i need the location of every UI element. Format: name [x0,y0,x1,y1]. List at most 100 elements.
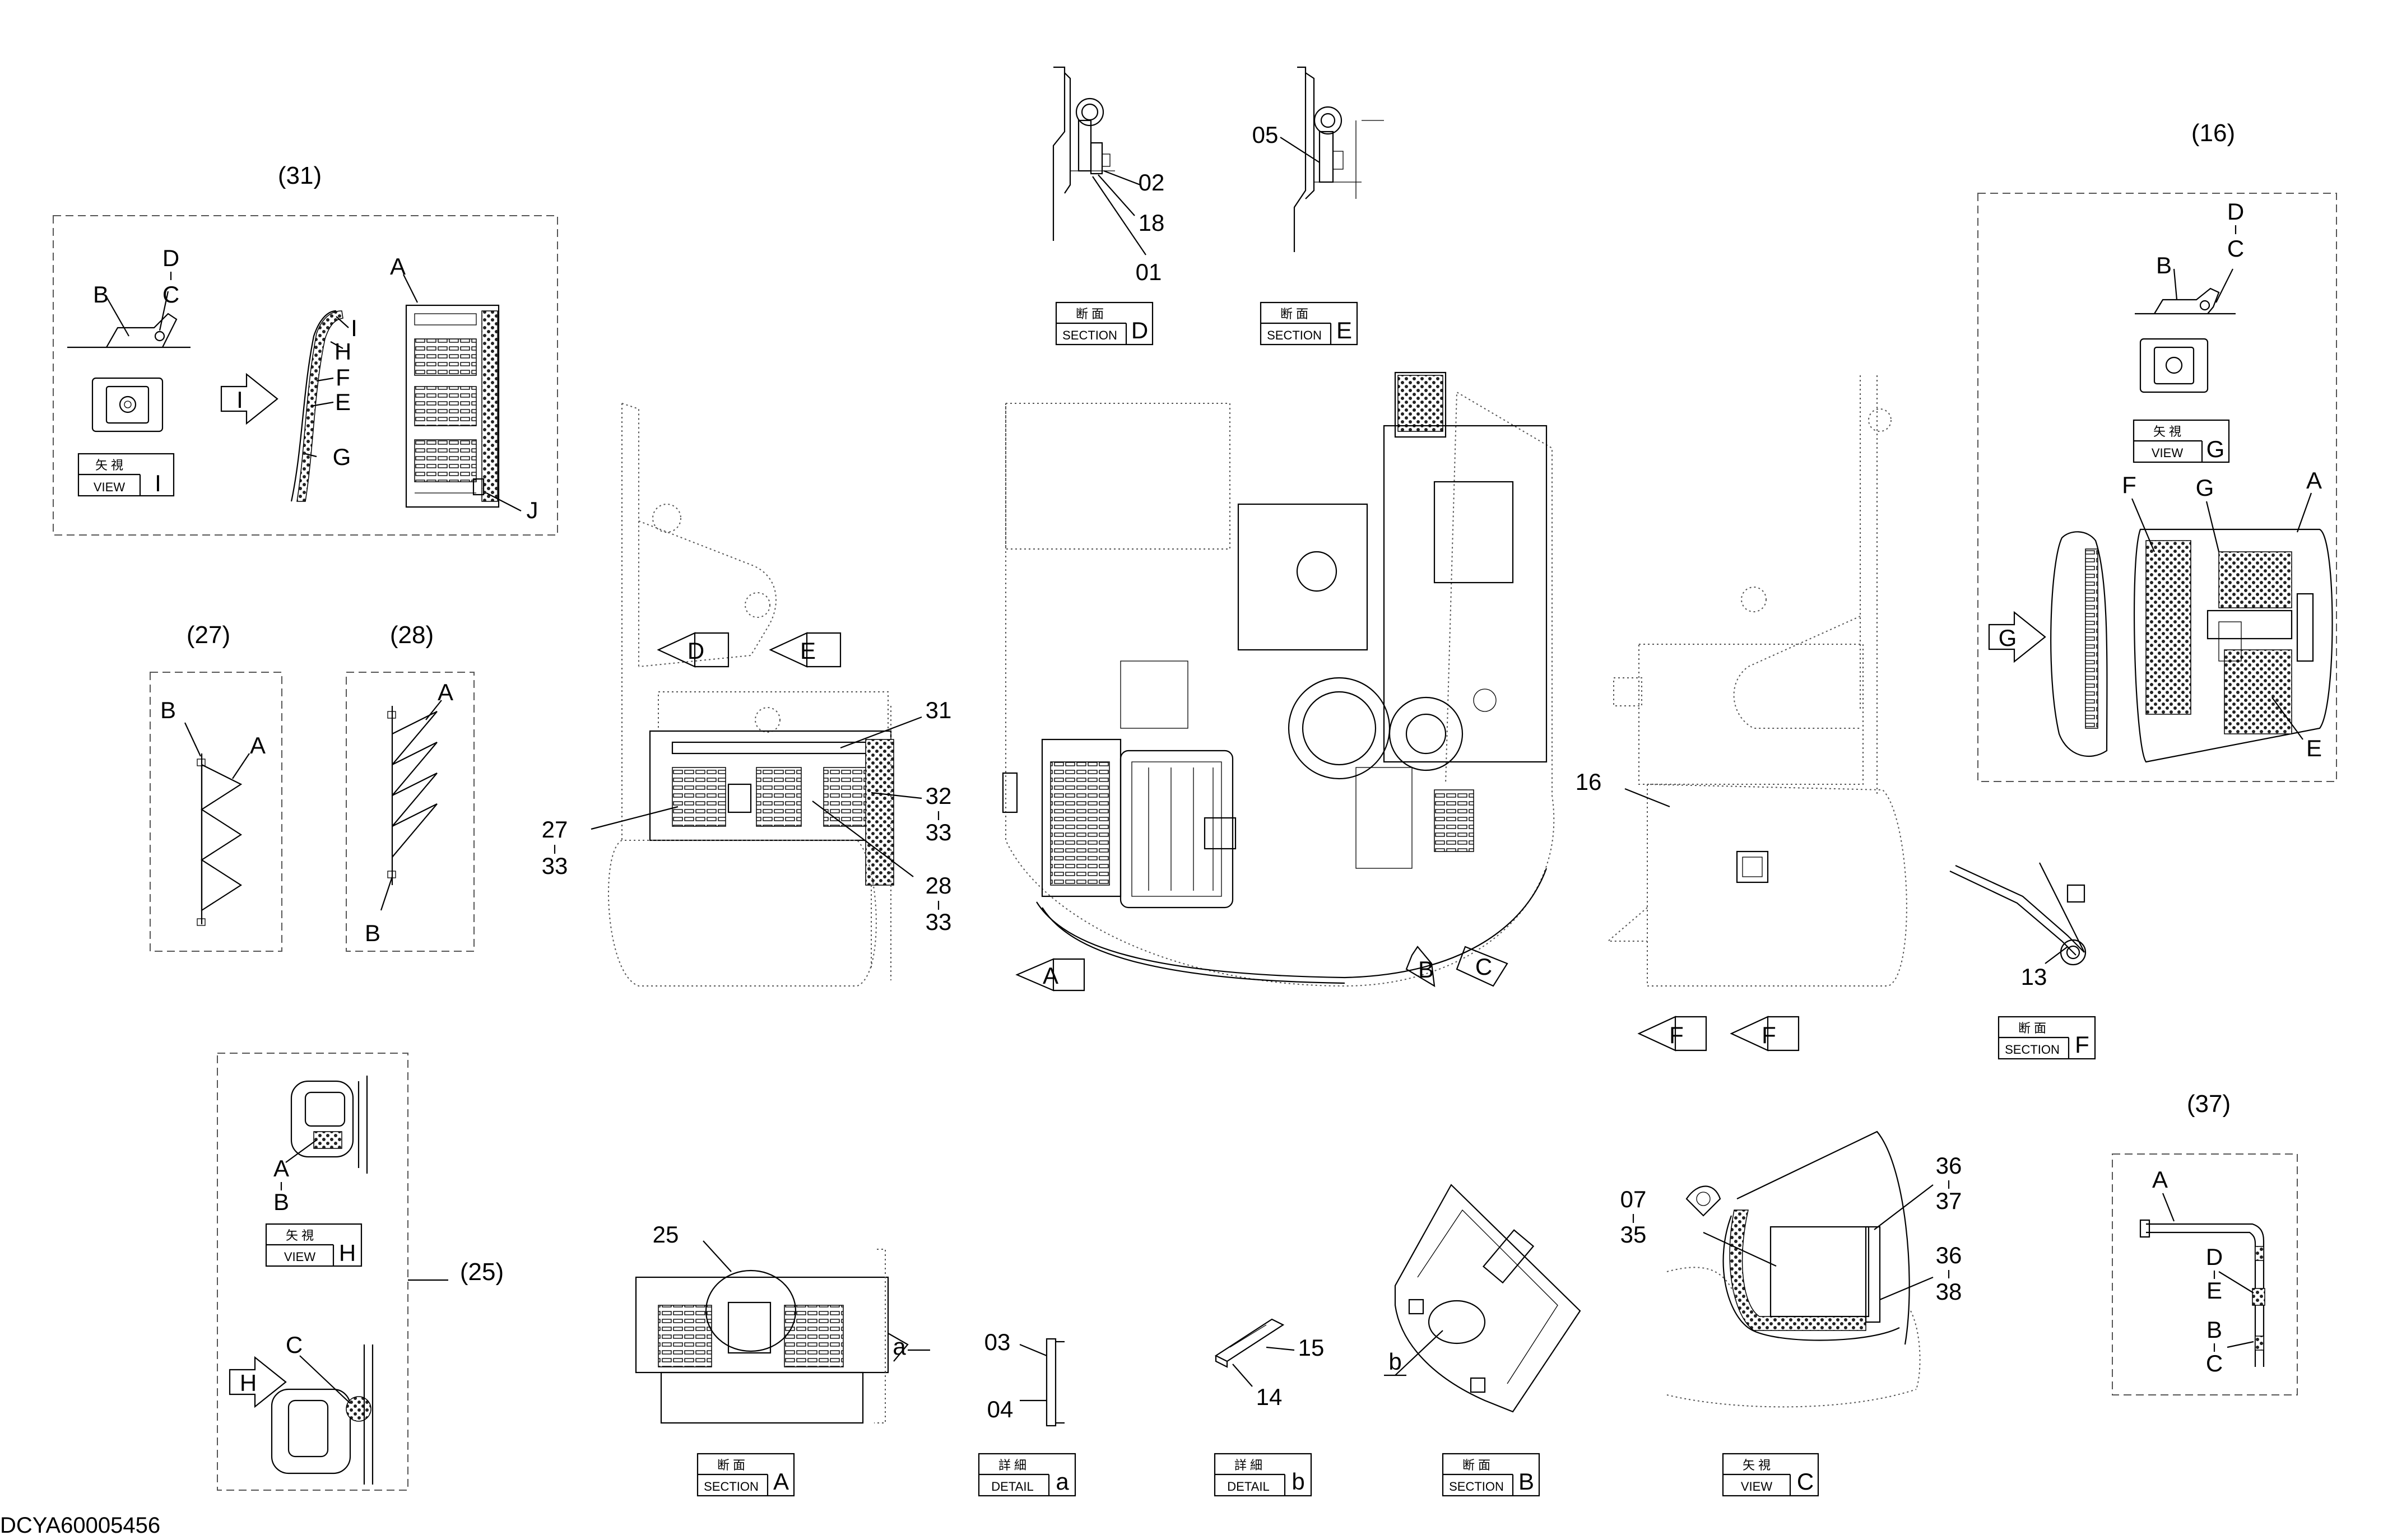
view-box-h: 矢 視 VIEW H [265,1223,363,1267]
g31-label-j: J [527,497,538,523]
part-36-b: 36 [1936,1242,1962,1268]
svg-text:H: H [240,1370,257,1396]
group-28-frame [346,672,475,952]
svg-text:A: A [1043,962,1058,989]
handle-assembly-h [290,1076,368,1174]
group-37-frame [2112,1153,2298,1395]
latch-profile-16 [2135,287,2236,315]
section-box-a: 断 面 SECTION A [696,1453,795,1497]
g37-label-b: B [2206,1316,2222,1343]
g16-label-g: G [2196,474,2214,501]
svg-text:VIEW: VIEW [1741,1479,1772,1494]
svg-text:A: A [773,1468,789,1495]
svg-text:E: E [1336,317,1352,343]
part-15: 15 [1298,1334,1325,1361]
group-28-ref: (28) [390,621,434,649]
svg-text:SECTION: SECTION [2005,1043,2060,1057]
svg-text:G: G [1999,625,2017,651]
part-b: b [1388,1348,1401,1375]
svg-text:C: C [1475,953,1492,980]
g31-label-f: F [336,364,350,390]
g27-label-b: B [160,697,176,723]
section-box-e: 断 面 SECTION E [1260,301,1358,346]
section-a-figure: 25 a 断 面 SECTION A [635,1221,930,1497]
section-d-part-02: 02 [1139,169,1165,196]
view-box-i-jp: 矢 視 [95,458,123,472]
section-box-f: 断 面 SECTION F [1998,1016,2096,1060]
g16-label-b: B [2156,252,2172,278]
view-box-i: 矢 視 VIEW I [77,453,175,497]
group-25-ref: (25) [460,1258,504,1286]
group-31: (31) B D C 矢 視 VIEW I [53,162,558,536]
part-04: 04 [987,1396,1014,1422]
svg-text:矢 視: 矢 視 [1743,1458,1771,1472]
group-31-ref: (31) [278,162,322,189]
section-f-figure: 13 断 面 SECTION F [1949,862,2096,1060]
latch-plan-view [91,377,164,432]
g16-label-c: C [2227,235,2244,262]
g25-label-b: B [273,1189,289,1215]
g37-label-e: E [2206,1277,2222,1304]
part-33-b: 33 [542,853,568,879]
section-d-figure: 02 18 01 断 面 SECTION D [1052,66,1165,346]
g31-label-g: G [333,444,351,470]
g28-label-a: A [438,679,453,705]
part-28: 28 [926,872,952,899]
part-38: 38 [1936,1278,1962,1305]
part-14: 14 [1256,1384,1283,1410]
view-arrow-d: D [657,632,730,668]
svg-text:詳 細: 詳 細 [998,1458,1026,1472]
document-code: DCYA60005456 [0,1513,160,1538]
g31-label-i: I [351,315,357,341]
view-arrow-b: B [1405,946,1436,988]
svg-text:B: B [1518,1468,1534,1495]
group-25: (25) A B 矢 視 VIEW H H [217,1053,504,1491]
svg-text:F: F [1669,1022,1684,1048]
view-arrow-a: A [1015,958,1085,992]
g31-label-e: E [335,389,351,415]
group-27-ref: (27) [187,621,230,649]
g31-label-b: B [93,281,109,308]
group-27: (27) B A [150,621,282,952]
part-25: 25 [653,1221,679,1248]
section-b-figure: b 断 面 SECTION B [1384,1184,1581,1497]
part-03: 03 [984,1329,1011,1355]
detail-a-figure: 03 04 詳 細 DETAIL a [978,1329,1076,1497]
part-36-a: 36 [1936,1152,1962,1179]
view-c-figure: 07 35 36 37 36 38 矢 視 VIEW C [1620,1130,1962,1497]
part-33-c: 33 [926,909,952,935]
group-16-frame [1977,193,2337,782]
group-27-frame [150,672,282,952]
svg-text:a: a [1056,1468,1069,1495]
view-arrow-g: G [1988,611,2046,663]
part-33-a: 33 [926,819,952,845]
svg-text:DETAIL: DETAIL [991,1479,1033,1494]
svg-text:矢 視: 矢 視 [286,1229,314,1243]
svg-text:H: H [339,1240,356,1266]
svg-text:断 面: 断 面 [1076,307,1104,321]
g16-label-f: F [2122,472,2136,498]
g16-label-d: D [2227,198,2244,225]
part-37: 37 [1936,1188,1962,1214]
seal-profile [290,310,343,502]
svg-text:G: G [2206,436,2225,462]
view-arrow-f-1: F [1637,1016,1707,1052]
cover-panel-front [405,304,500,508]
svg-text:VIEW: VIEW [2152,446,2183,460]
view-box-g: 矢 視 VIEW G [2133,419,2230,463]
view-arrow-c: C [1456,946,1508,987]
svg-text:I: I [236,387,243,413]
group-16-ref: (16) [2191,119,2235,147]
g27-label-a: A [250,732,266,759]
group-28: (28) A B [346,621,475,952]
group-25-frame [217,1053,408,1491]
svg-text:b: b [1292,1468,1304,1495]
group-37-ref: (37) [2187,1090,2231,1118]
g37-label-c: C [2206,1350,2223,1376]
g31-label-d: D [162,245,179,271]
g28-label-b: B [365,920,380,946]
section-d-part-18: 18 [1139,210,1165,236]
detail-box-a: 詳 細 DETAIL a [978,1453,1076,1497]
part-31: 31 [926,697,952,723]
